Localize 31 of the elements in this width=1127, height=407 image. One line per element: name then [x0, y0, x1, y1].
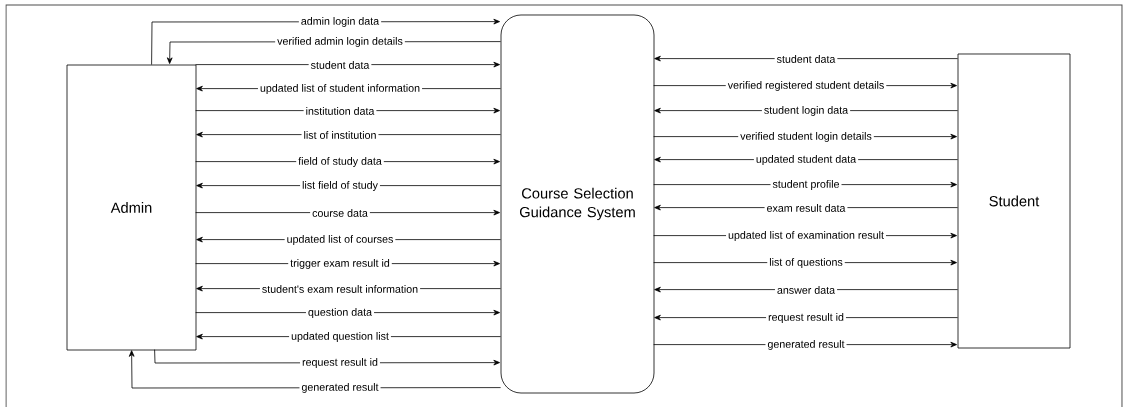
edge-label: student login data [761, 104, 851, 118]
entity-box: Admin [66, 64, 197, 351]
edge-label: trigger exam result id [288, 257, 392, 271]
edge-label: question data [306, 306, 375, 320]
edge-label: updated student data [753, 153, 859, 167]
edge-label: list of questions [767, 256, 845, 270]
edge-label: updated list of examination result [726, 229, 886, 243]
edge-label: updated question list [289, 330, 391, 344]
edge-label: admin login data [298, 15, 382, 29]
edge-label: updated list of courses [284, 233, 396, 247]
edge-label: institution data [303, 105, 377, 117]
edge-label: request result id [766, 311, 846, 325]
edge-label: list of institution [301, 129, 379, 141]
edge-label: answer data [774, 284, 838, 296]
edge-label: generated result [765, 338, 847, 352]
edge-label: student data [308, 59, 372, 71]
edge-label: exam result data [764, 202, 848, 214]
edge-label: field of study data [296, 155, 384, 169]
process-box: Course Selection Guidance System [500, 14, 655, 394]
edge-label: course data [310, 207, 370, 219]
edge-label: verified registered student details [725, 79, 887, 93]
entity-box: Student [957, 53, 1071, 349]
edge-label: updated list of student information [257, 82, 423, 96]
edge-label: verified admin login details [275, 35, 405, 49]
edge-label: verified student login details [738, 130, 874, 144]
edge-label: student profile [770, 178, 842, 192]
edge-label: list field of study [300, 179, 380, 193]
edge-label: request result id [300, 356, 380, 370]
edge-label: student's exam result information [259, 283, 421, 295]
edge-label: student data [774, 53, 838, 65]
edge-label: generated result [299, 381, 381, 395]
